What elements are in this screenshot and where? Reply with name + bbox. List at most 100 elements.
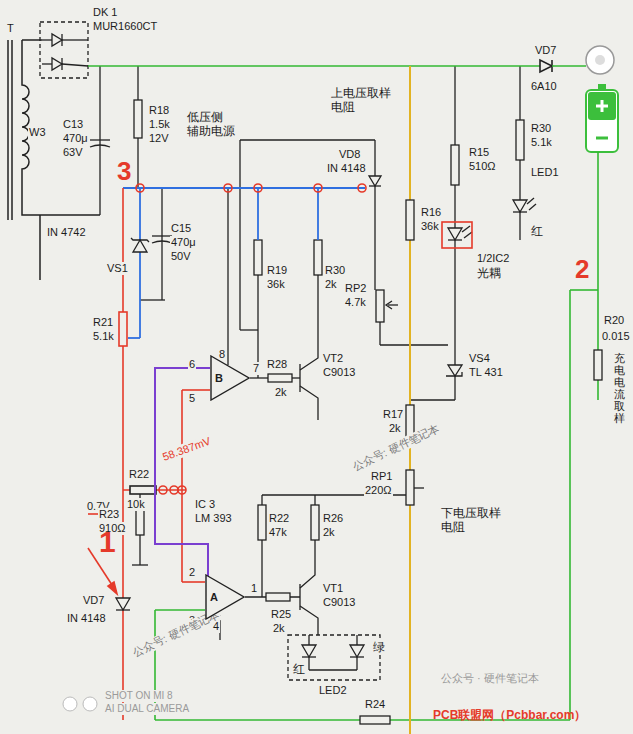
black-wires [448, 365, 462, 376]
transformer-symbol [11, 40, 13, 220]
bridge-diode [40, 22, 88, 78]
red-nodes [358, 184, 366, 192]
part-label: 绿 [372, 640, 386, 654]
black-wires [299, 364, 300, 392]
part-label: 2k [324, 278, 338, 291]
camera-watermark [83, 697, 97, 711]
green-wires [552, 65, 586, 67]
green-wires [540, 60, 552, 72]
black-wires [239, 140, 240, 330]
part-label: 2k [322, 526, 336, 539]
black-wires [386, 301, 392, 309]
part-label: IN 4148 [326, 162, 367, 175]
transformer-symbol [39, 215, 41, 280]
black-wires [240, 139, 375, 140]
black-wires [300, 386, 318, 420]
part-label: 下电压取样 电阻 [440, 506, 508, 534]
part-label: LED2 [318, 684, 348, 697]
red-wires [181, 390, 183, 582]
bridge-diode [40, 22, 88, 78]
part-label: 8 [218, 348, 226, 361]
black-wires [388, 304, 398, 305]
part-label: MUR1660CT [92, 20, 158, 33]
part-label: 63V [62, 146, 84, 159]
black-wires [161, 188, 162, 300]
part-label: R30 [324, 264, 346, 277]
red-nodes [254, 184, 262, 192]
orange-branch-parts [406, 470, 414, 505]
battery-icon [595, 55, 605, 65]
black-wires [317, 275, 318, 300]
comparator-triangle: B [210, 355, 250, 401]
sense-resistors [360, 350, 602, 724]
part-label: R15 [468, 146, 490, 159]
blue-wires [257, 188, 259, 240]
part-label: 10k [126, 498, 146, 511]
bridge-diode [42, 39, 52, 40]
orange-wire [409, 66, 411, 734]
part-label: 2k [388, 422, 402, 435]
black-wires [308, 657, 309, 670]
comparator-label: A [210, 591, 218, 604]
part-label: 5.1k [530, 136, 553, 149]
black-wires [513, 200, 527, 212]
black-wires [451, 145, 459, 185]
diode-vd7 [116, 598, 130, 610]
part-label: 470μ [170, 236, 197, 249]
camera-watermark [63, 697, 97, 711]
green-wires [88, 60, 598, 720]
part-label: IC 3 [194, 498, 216, 511]
part-label: 上电压取样 电阻 [330, 86, 398, 114]
part-label: R20 [603, 314, 625, 327]
diode-vd7 [116, 598, 130, 610]
part-label: R24 [364, 698, 386, 711]
black-wires [90, 145, 110, 147]
battery-icon [586, 46, 618, 152]
black-wires [308, 635, 309, 645]
part-label: LED1 [530, 166, 560, 179]
part-label: 1 [250, 582, 258, 595]
callout-number: 1 [98, 524, 117, 559]
part-label: 220Ω [364, 484, 393, 497]
callout-number: 3 [116, 156, 132, 186]
part-label: VT2 [322, 352, 344, 365]
red-nodes [224, 184, 232, 192]
black-wires [448, 228, 462, 240]
triangle-outline [206, 575, 244, 619]
blue-wires [123, 187, 365, 189]
black-wires [300, 560, 315, 588]
part-label: C13 [62, 118, 84, 131]
black-wires [369, 176, 381, 186]
battery-icon [586, 90, 618, 152]
black-wires [376, 290, 384, 322]
green-wires [570, 289, 598, 291]
black-wires [464, 232, 472, 238]
part-label: 5 [188, 392, 196, 405]
red-nodes [314, 184, 322, 192]
part-label: 50V [170, 250, 192, 263]
part-label: 7 [252, 362, 260, 375]
red-nodes [442, 222, 472, 248]
watermark: 公众号 · 硬件笔记本 [440, 672, 540, 685]
black-wires [356, 657, 357, 670]
triangle-outline [211, 356, 249, 400]
watermark: SHOT ON MI 8 [104, 690, 174, 702]
black-wires [268, 374, 292, 382]
part-label: R28 [266, 358, 288, 371]
part-label: 2k [274, 386, 288, 399]
battery-icon [588, 92, 616, 120]
black-wires [288, 635, 380, 680]
bridge-diode [52, 34, 62, 46]
bridge-diode [42, 63, 52, 64]
black-wires [132, 564, 148, 565]
black-wires [140, 299, 165, 300]
part-label: VT1 [322, 582, 344, 595]
part-label: R17 [382, 408, 404, 421]
blue-wires [128, 337, 140, 339]
bridge-diode [62, 64, 88, 66]
part-label: R23 [98, 508, 120, 521]
part-label: R19 [266, 264, 288, 277]
part-label: 6A10 [530, 80, 558, 93]
black-wires [513, 211, 527, 212]
green-wires [155, 609, 205, 611]
